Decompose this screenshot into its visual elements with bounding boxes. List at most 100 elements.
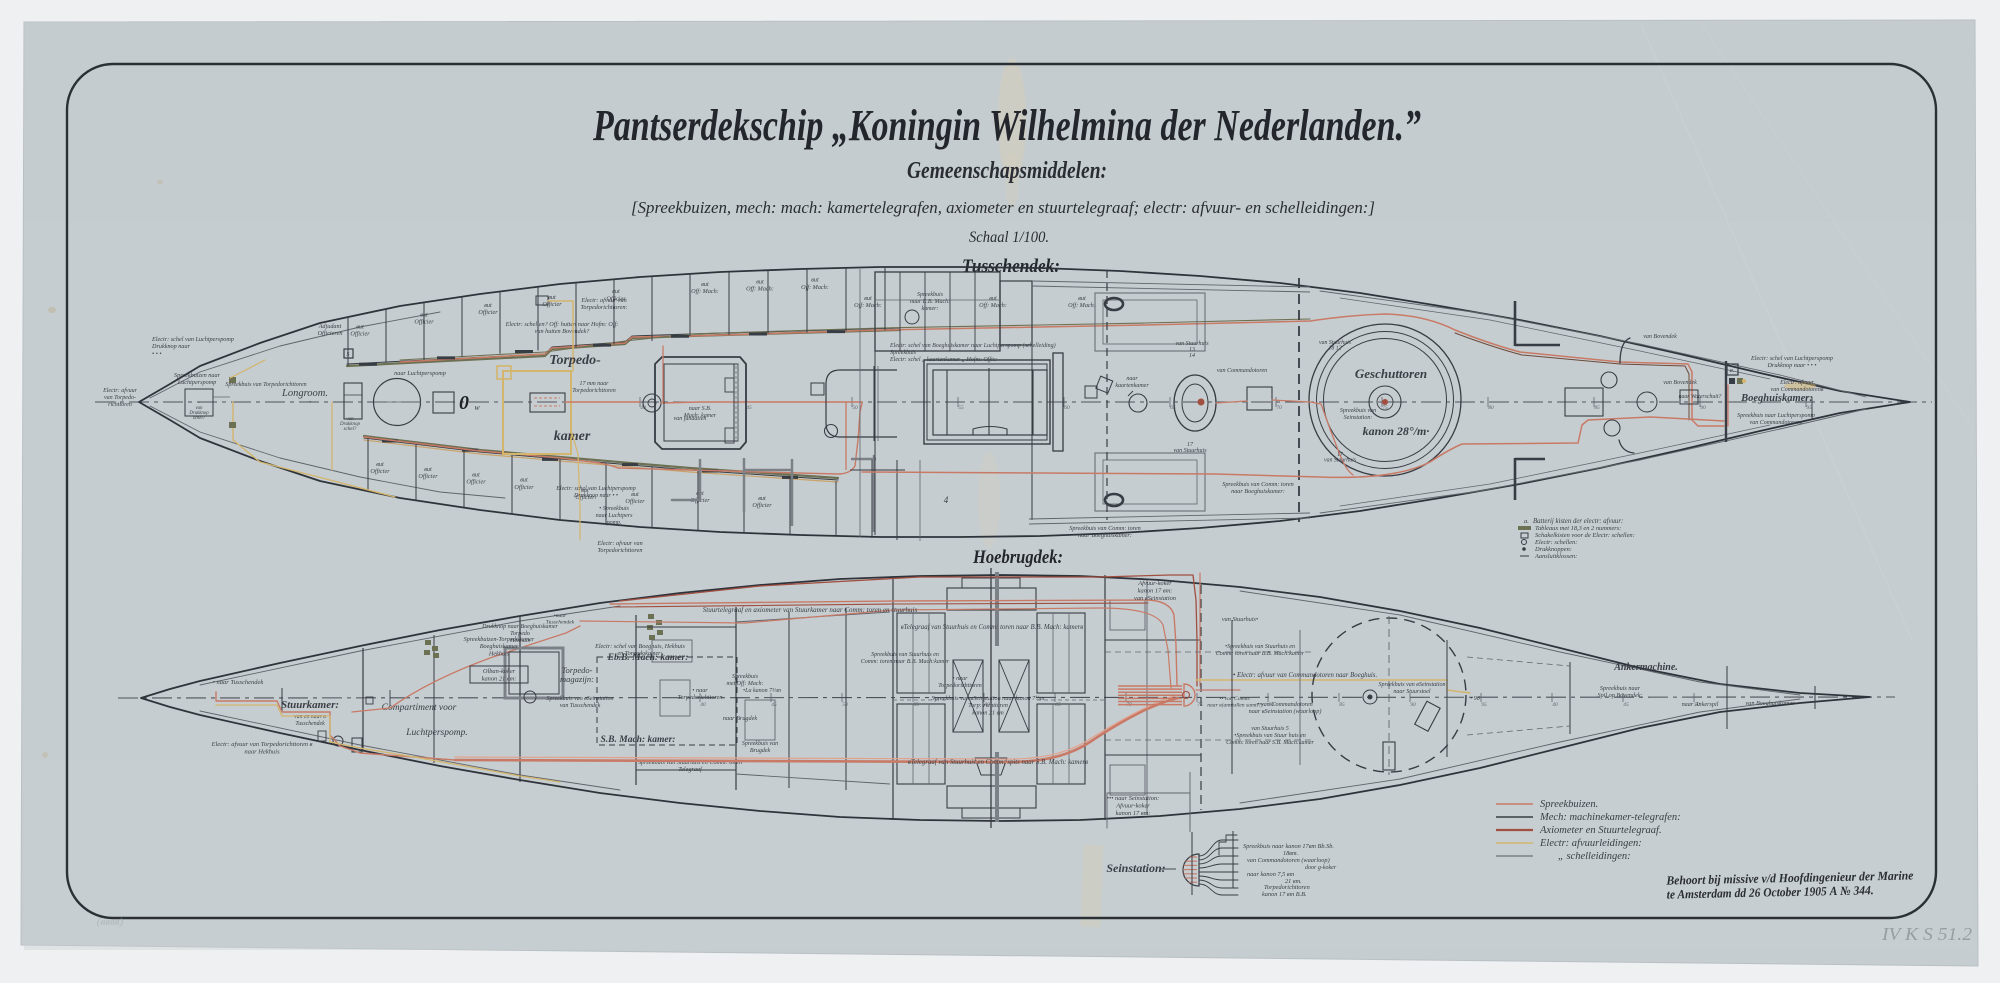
svg-text:naar S.B.Mach: kamer: naar S.B.Mach: kamer [683, 406, 717, 419]
svg-text:Boeghuiskamer:: Boeghuiskamer: [1740, 393, 1813, 404]
svg-text:Batterij kisten der electr: af: Batterij kisten der electr: afvuur: [1533, 518, 1623, 525]
svg-text:5: 5 [347, 352, 350, 358]
svg-text:55: 55 [913, 702, 919, 708]
svg-text:• Electr: afvuur van Commandot: • Electr: afvuur van Commandotoren naar … [1233, 672, 1378, 679]
svg-text:Torpedo-: Torpedo- [549, 353, 601, 368]
svg-text:Electr: schel van Boeghuiskame: Electr: schel van Boeghuiskamer naar Luc… [889, 342, 1056, 349]
svg-text:•• von Comm:naar в(anntallen s: •• von Comm:naar в(anntallen samtl?) [1207, 696, 1263, 709]
svg-text:Seinstation:: Seinstation: [1106, 861, 1165, 875]
svg-text:18вm.: 18вm. [1283, 850, 1298, 857]
svg-text:Electr: schel van Luchtperspom: Electr: schel van LuchtperspompDrukknop … [151, 336, 234, 357]
svg-text:50: 50 [852, 405, 858, 411]
svg-text:te Amsterdam dd 26 October 190: te Amsterdam dd 26 October 1905 А № 344. [1667, 883, 1874, 901]
svg-text:kanon 28°/m·: kanon 28°/m· [1363, 424, 1430, 438]
svg-text:van Commandotoren: van Commandotoren [1217, 368, 1267, 374]
svg-text:Spreekbuis van вSeinstation na: Spreekbuis van вSeinstation naar kanon 7… [932, 695, 1045, 716]
svg-text:95: 95 [1481, 702, 1487, 708]
svg-text:Spreekbuis van Stuurhuis en Co: Spreekbuis van Stuurhuis en Comm: torenT… [638, 759, 742, 773]
svg-text:Spreekbuizen.: Spreekbuizen. [1540, 799, 1598, 810]
svg-text:65: 65 [1055, 702, 1061, 708]
svg-text:van fundatien: van fundatien [674, 415, 707, 422]
svg-text:a.: a. [1524, 518, 1529, 525]
svg-text:Hoebrugdek:: Hoebrugdek: [972, 547, 1063, 568]
svg-text:Torpedo-magazijn:: Torpedo-magazijn: [560, 665, 594, 684]
svg-text:Spreekbuis: Spreekbuis [890, 350, 917, 356]
svg-text:60: 60 [1064, 405, 1070, 411]
svg-text:Torpedorichttoren: Torpedorichttoren [1264, 884, 1310, 891]
svg-text:40: 40 [1552, 701, 1558, 708]
svg-text:85: 85 [1594, 405, 1600, 411]
svg-text:[Spreekbuizen, mech: mach: kam: [Spreekbuizen, mech: mach: kamertelegraf… [631, 198, 1375, 217]
svg-text:60: 60 [984, 702, 990, 708]
svg-text:Electr: afvuurleidingen:: Electr: afvuurleidingen: [1539, 838, 1642, 849]
svg-text:Electr: schel „ kaartenkamer: Electr: schel „ kaartenkamer „ Hofm: Off… [889, 356, 997, 363]
svg-text:50: 50 [842, 702, 848, 708]
svg-text:kanon 17 вm В.В.: kanon 17 вm В.В. [1262, 891, 1307, 898]
svg-text:Schakelkisten voor de Electr:: Schakelkisten voor de Electr: schellen: [1535, 532, 1635, 539]
svg-text:Luchtperspomp.: Luchtperspomp. [405, 728, 468, 738]
svg-text:a.: a. [1730, 368, 1735, 374]
svg-text:55: 55 [958, 405, 964, 411]
svg-text:naar Ankerspil: naar Ankerspil [1682, 701, 1719, 708]
svg-text:75: 75 [1197, 702, 1203, 708]
svg-text:(вввв): (вввв) [97, 916, 124, 928]
svg-text:•: • [309, 400, 311, 406]
svg-text:van Stuurhuis•: van Stuurhuis• [1222, 616, 1258, 623]
svg-text:Gemeenschapsmiddelen:: Gemeenschapsmiddelen: [907, 158, 1107, 184]
svg-text:Electr: schel van Luchtperspom: Electr: schel van LuchtperspompDrukknop … [555, 486, 635, 499]
svg-text:Stuurkamer:: Stuurkamer: [281, 699, 339, 711]
svg-text:Behoort bij missive v/d Hoofdi: Behoort bij missive v/d Hoofdingenieur d… [1665, 868, 1914, 887]
svg-text:Stuurtelegraaf en axiometer va: Stuurtelegraaf en axiometer van Stuurkam… [703, 606, 918, 614]
svg-text:вTelegraaf van Stuurhuis en Co: вTelegraaf van Stuurhuis en Comm: toren … [901, 624, 1084, 631]
svg-text:Longroom.: Longroom. [281, 388, 328, 399]
svg-text:van Commandotoren (waarloop): van Commandotoren (waarloop) [1247, 857, 1330, 864]
svg-text:75: 75 [1382, 405, 1388, 411]
svg-text:Tableaux met 18,3 en 2 nummers: Tableaux met 18,3 en 2 nummers: [1535, 525, 1621, 532]
svg-text:Spreekbuis naar kanon 17вm Bb.: Spreekbuis naar kanon 17вm Bb.Sb. [1243, 843, 1334, 850]
svg-text:Electr: schellen:: Electr: schellen: [1534, 539, 1577, 546]
svg-text:„ schelleidingen:: „ schelleidingen: [1558, 851, 1631, 862]
svg-text:Eb.B. Mach: kamer:: Eb.B. Mach: kamer: [607, 653, 689, 663]
svg-text:naar Waterschuit?: naar Waterschuit? [1679, 394, 1722, 400]
svg-text:w: w [474, 403, 480, 412]
svg-text:Electr: schel van Luchtperspom: Electr: schel van LuchtperspompDrukknop … [1750, 355, 1833, 369]
svg-text:door g-koker: door g-koker [1305, 865, 1337, 871]
svg-text:Spreekbuis van Torpedorichttor: Spreekbuis van Torpedorichttoren [225, 382, 306, 388]
